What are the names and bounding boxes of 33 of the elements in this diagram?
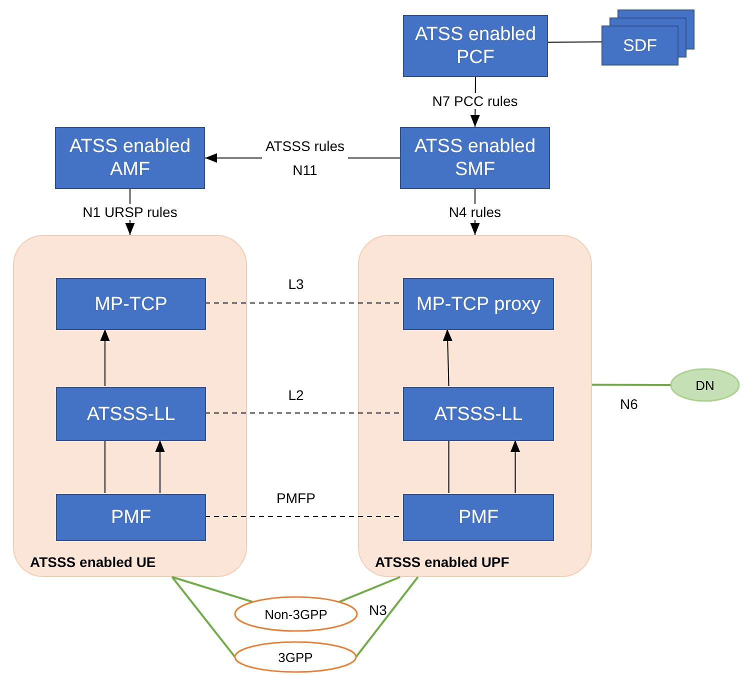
process-box: ATSS enabled AMF (55, 127, 205, 189)
connector-line (338, 576, 400, 603)
process-box: PMF (403, 494, 554, 541)
edge-label: PMFP (276, 490, 316, 506)
connector-line (172, 576, 254, 603)
arrow (100, 328, 110, 386)
arrow (442, 328, 452, 386)
process-box: ATSSS-LL (403, 387, 554, 441)
ellipse-node: DN (670, 368, 740, 402)
group-panel (13, 235, 247, 577)
group-title: ATSSS enabled UE (30, 554, 156, 570)
connector-line (104, 440, 106, 494)
group-title: ATSSS enabled UPF (375, 554, 510, 570)
edge-label: L2 (288, 387, 304, 403)
connector-line (355, 576, 419, 658)
ellipse-node: Non-3GPP (234, 596, 358, 632)
arrow (510, 440, 520, 494)
edge-label: N6 (620, 396, 638, 412)
process-box: ATSS enabled PCF (403, 15, 548, 77)
edge-label: N3 (369, 602, 387, 618)
connector-line (592, 384, 671, 386)
ellipse-node: 3GPP (234, 641, 357, 673)
connector-line (171, 576, 236, 658)
group-panel (358, 235, 592, 577)
connector-line (448, 440, 450, 494)
process-box: PMF (56, 494, 206, 541)
process-box: ATSSS-LL (56, 387, 206, 441)
process-box: MP-TCP (56, 278, 206, 330)
connector-line (548, 41, 602, 43)
arrow (155, 440, 165, 494)
process-box: MP-TCP proxy (403, 278, 554, 330)
process-box: ATSS enabled SMF (400, 127, 550, 189)
edge-label: L3 (288, 276, 304, 292)
